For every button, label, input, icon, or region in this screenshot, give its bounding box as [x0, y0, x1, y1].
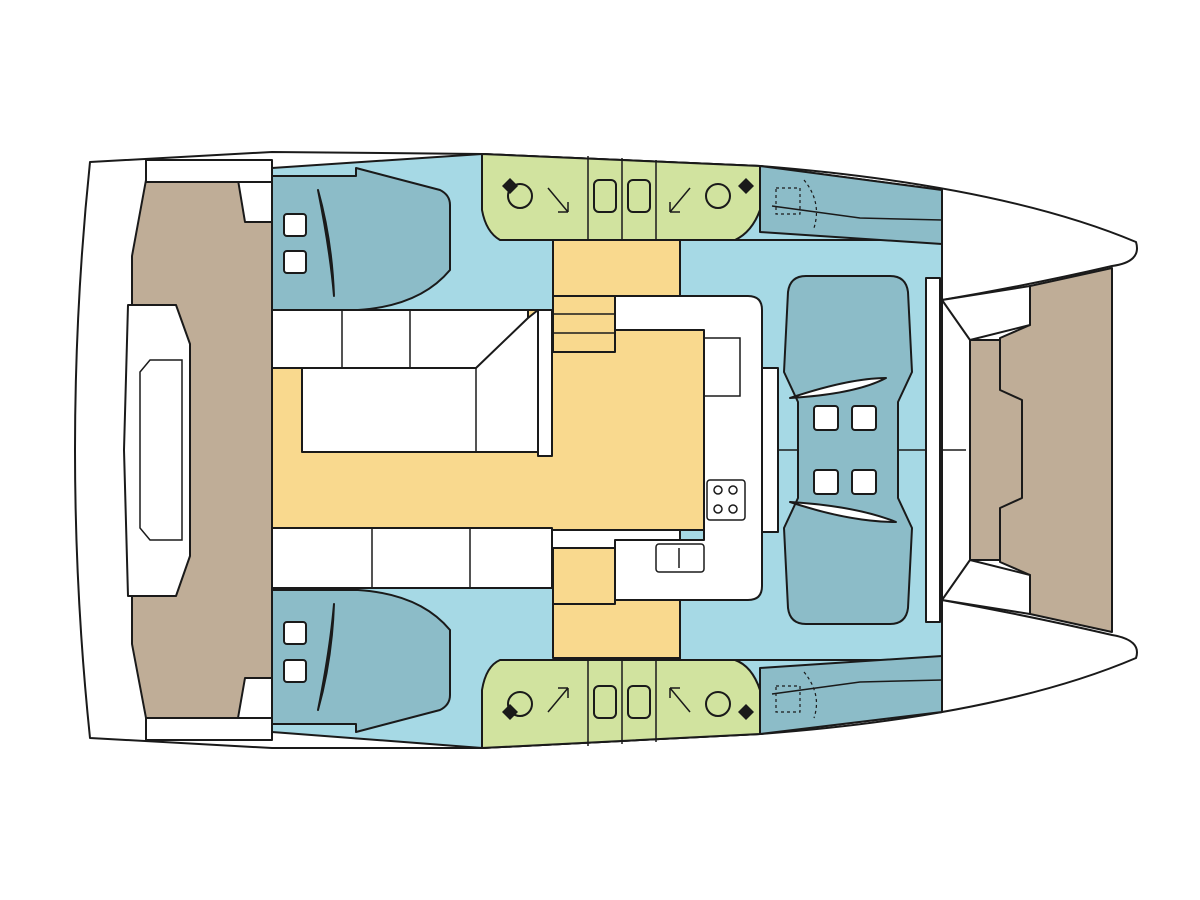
- head-port: [481, 153, 761, 241]
- stairs-port: [552, 295, 616, 353]
- salon-bench: [271, 527, 553, 589]
- stove-icon: [706, 479, 746, 521]
- dinette-sheet-fold: [789, 377, 887, 399]
- aft-step: [145, 717, 273, 741]
- galley-fridge: [703, 337, 741, 397]
- pillow-icon: [283, 213, 307, 683]
- berth-outline: [771, 205, 943, 695]
- forward-port-berth: [759, 165, 943, 245]
- fore-deck-inner: [969, 339, 1023, 561]
- sofa-arm: [537, 309, 553, 457]
- sink-icon: [655, 543, 705, 573]
- fore-deck-beam: [941, 285, 1031, 341]
- toilet-icon: [502, 178, 754, 720]
- head-starboard: [481, 659, 761, 749]
- aft-deck-helm: [123, 304, 191, 597]
- pillow-icon: [813, 405, 877, 495]
- bed-sheet-fold: [317, 189, 335, 297]
- head-dividers: [587, 156, 657, 746]
- galley-counter: [614, 295, 763, 601]
- shower-icon: [593, 179, 651, 719]
- forward-starboard-berth: [759, 655, 943, 735]
- forward-cabin-hatch: [775, 179, 817, 719]
- aft-port-bed: [271, 167, 451, 311]
- bulkhead-right: [925, 277, 941, 623]
- dinette-cushion: [783, 275, 913, 625]
- dinette-sheet-fold: [789, 501, 897, 523]
- bulkhead-left: [761, 367, 779, 533]
- fore-deck-beam: [941, 559, 1031, 615]
- aft-step: [145, 159, 273, 183]
- aft-starboard-bed: [271, 589, 451, 733]
- door-swing-arrow: [547, 187, 691, 713]
- aft-deck-helm-inner: [139, 359, 183, 541]
- bed-sheet-fold: [317, 603, 335, 711]
- stairs-starboard: [552, 547, 616, 605]
